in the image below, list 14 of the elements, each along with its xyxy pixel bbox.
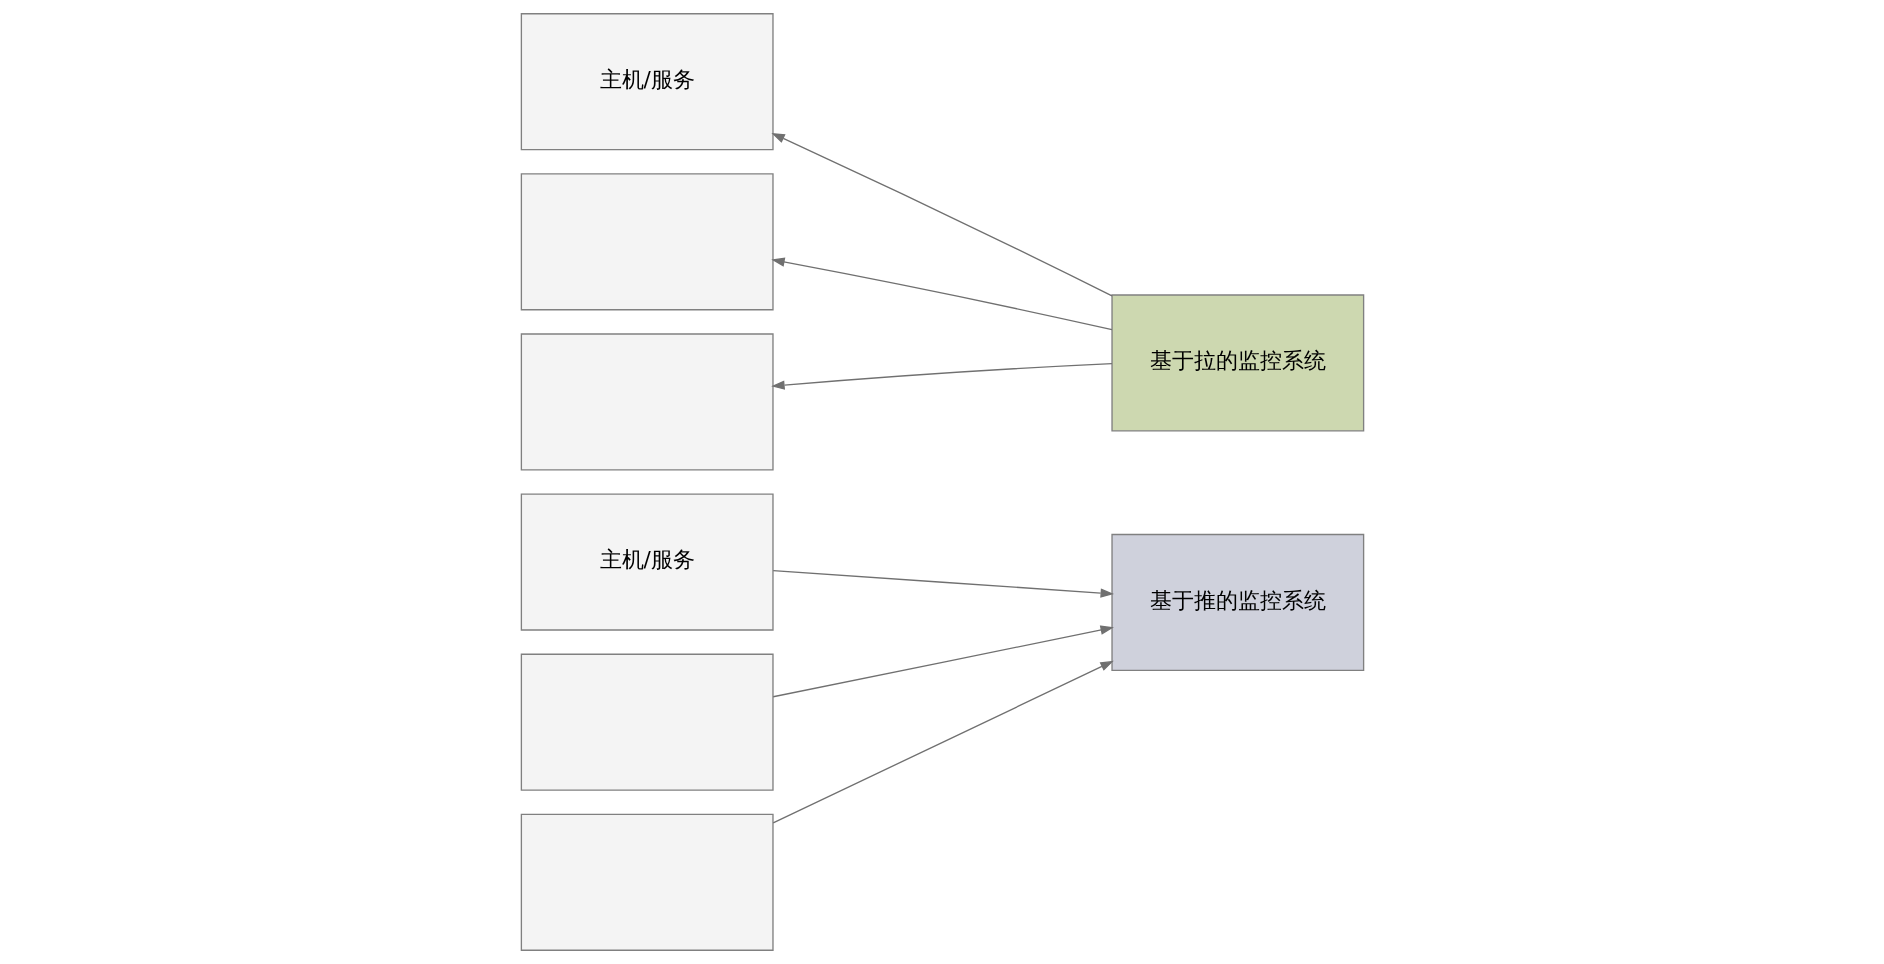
- node-box: [520, 333, 774, 471]
- node-box: 基于推的监控系统: [1110, 533, 1364, 672]
- arrow: [772, 660, 1114, 824]
- node-box: 主机/服务: [520, 493, 774, 631]
- arrow: [772, 625, 1114, 698]
- node-box: [520, 813, 774, 951]
- node-box: 基于拉的监控系统: [1110, 294, 1364, 432]
- arrow: [770, 362, 1113, 390]
- node-box: [520, 173, 774, 311]
- arrow: [770, 132, 1113, 297]
- node-box: 主机/服务: [520, 13, 774, 151]
- arrow: [770, 257, 1113, 331]
- node-box: [520, 653, 774, 791]
- arrow: [772, 569, 1114, 598]
